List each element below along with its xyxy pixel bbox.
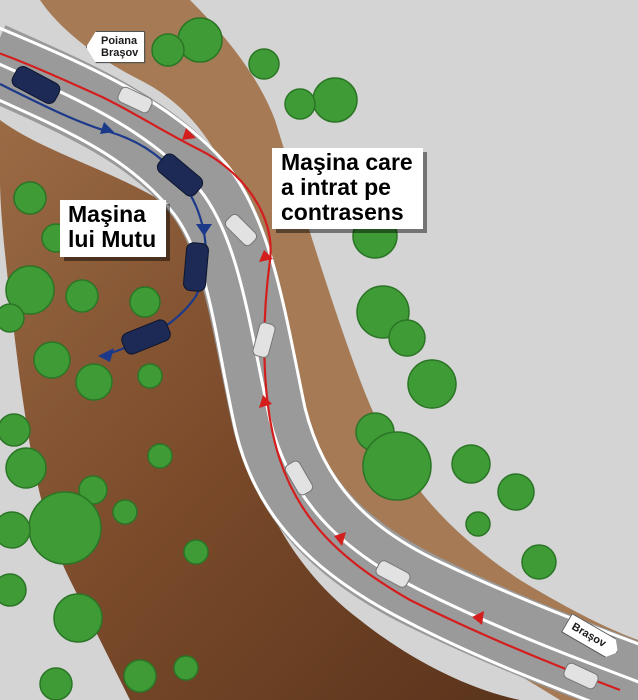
blue-car-icon xyxy=(121,319,171,355)
gray-cars xyxy=(117,86,599,690)
arrowhead-icon xyxy=(182,128,196,140)
gray-car-icon xyxy=(563,662,599,690)
oncoming-car-label-line: Maşina care xyxy=(281,149,413,175)
tree-icon xyxy=(5,447,47,489)
arrowhead-icon xyxy=(98,348,114,362)
road-edge-inner xyxy=(0,98,591,700)
tree-icon xyxy=(0,413,31,447)
oncoming-car-label-line: contrasens xyxy=(281,198,404,225)
tree-icon xyxy=(362,431,432,501)
blue-car-icon xyxy=(183,242,209,292)
tree-icon xyxy=(53,593,103,643)
mutu-car-path xyxy=(0,83,207,356)
tree-icon xyxy=(284,88,316,120)
mutu-path-arrows xyxy=(98,122,212,362)
road-edge-outer xyxy=(0,26,638,646)
tree-icon xyxy=(407,359,457,409)
tree-icon xyxy=(0,573,27,607)
tree-icon xyxy=(248,48,280,80)
mutu-car-label-line: Maşina xyxy=(68,201,146,227)
tree-icon xyxy=(0,303,25,333)
tree-icon xyxy=(465,511,491,537)
arrowhead-icon xyxy=(259,250,273,262)
tree-icon xyxy=(173,655,199,681)
tree-icon xyxy=(497,473,535,511)
arrowhead-icon xyxy=(472,611,484,625)
blue-cars xyxy=(11,65,209,355)
blue-car-icon xyxy=(11,65,61,105)
tree-icon xyxy=(137,363,163,389)
tree-icon xyxy=(33,341,71,379)
tree-icon xyxy=(0,511,31,549)
poiana-sign-line: Poiana xyxy=(101,35,138,47)
gray-car-icon xyxy=(117,86,153,114)
gray-car-icon xyxy=(224,213,258,247)
arrowhead-icon xyxy=(196,224,212,236)
tree-icon xyxy=(183,539,209,565)
tree-icon xyxy=(78,475,108,505)
tree-icon xyxy=(5,265,55,315)
mutu-car-label-line: lui Mutu xyxy=(68,225,157,252)
tree-icon xyxy=(451,444,491,484)
mutu-car-label: Maşina lui Mutu xyxy=(60,200,167,257)
tree-icon xyxy=(123,659,157,693)
oncoming-path-arrows xyxy=(182,128,484,625)
tree-icon xyxy=(312,77,358,123)
arrowhead-icon xyxy=(259,395,272,408)
tree-icon xyxy=(75,363,113,401)
oncoming-car-label-line: a intrat pe xyxy=(281,173,391,200)
tree-icon xyxy=(112,499,138,525)
tree-icon xyxy=(28,491,102,565)
arrowhead-icon xyxy=(100,122,114,134)
tree-icon xyxy=(521,544,557,580)
trees xyxy=(0,17,557,700)
slope-lower-left xyxy=(0,120,520,700)
tree-icon xyxy=(13,181,47,215)
gray-car-icon xyxy=(284,460,314,496)
poiana-sign-line: Braşov xyxy=(101,47,139,60)
tree-icon xyxy=(129,286,161,318)
blue-car-icon xyxy=(156,153,204,197)
arrowhead-icon xyxy=(334,532,346,546)
tree-icon xyxy=(177,17,223,63)
gray-car-icon xyxy=(375,560,411,588)
oncoming-car-label: Maşina care a intrat pe contrasens xyxy=(272,148,423,230)
tree-icon xyxy=(65,279,99,313)
poiana-brasov-sign: Poiana Braşov xyxy=(86,31,146,64)
gray-car-icon xyxy=(252,322,276,358)
slope-upper-right xyxy=(40,0,638,700)
tree-icon xyxy=(151,33,185,67)
tree-icon xyxy=(147,443,173,469)
tree-icon xyxy=(39,667,73,700)
tree-icon xyxy=(388,319,426,357)
oncoming-car-path xyxy=(0,52,621,692)
